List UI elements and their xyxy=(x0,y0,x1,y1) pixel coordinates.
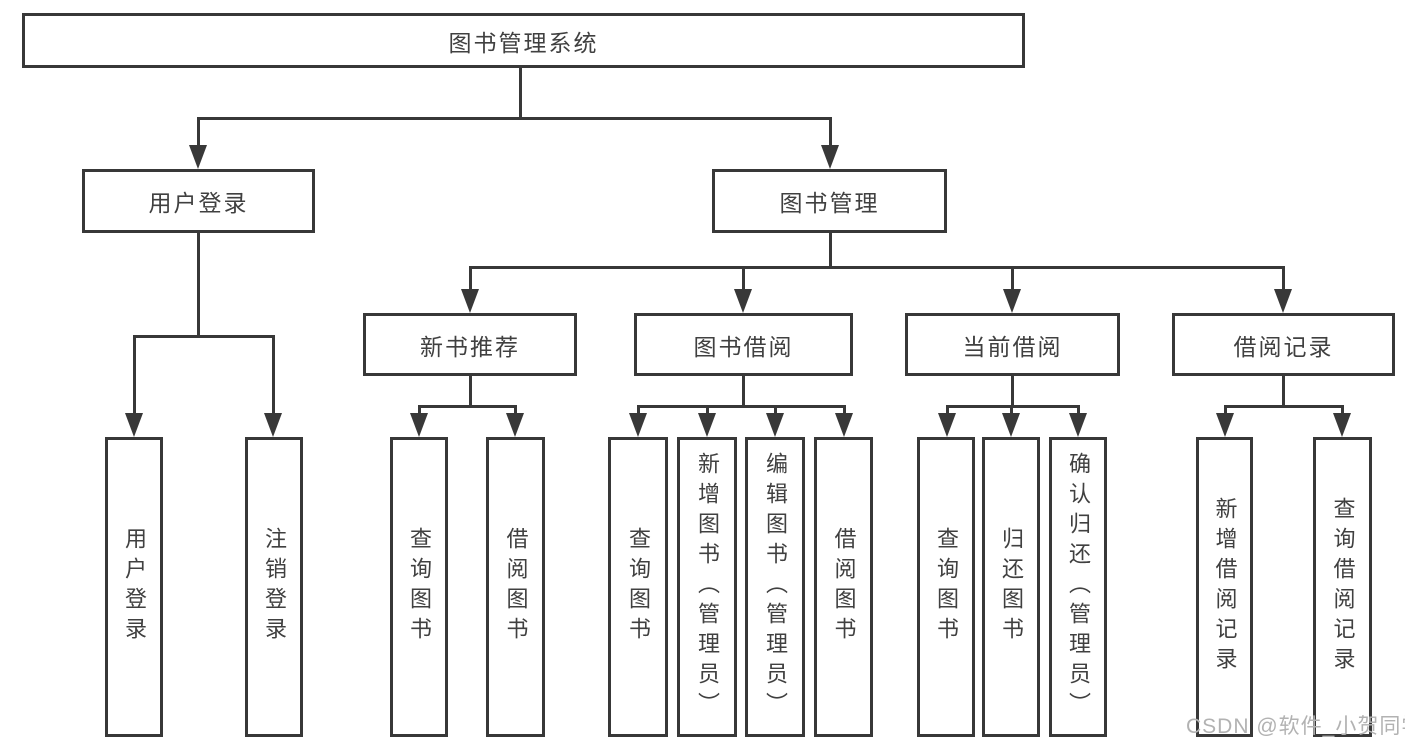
arrowhead-query-book-current xyxy=(938,413,956,437)
edge-stub-borrow-book-borrow xyxy=(843,405,846,415)
edge-stub-query-book-current xyxy=(946,405,949,415)
arrowhead-book-borrow xyxy=(734,289,752,313)
node-borrow-record-label: 借阅记录 xyxy=(1233,333,1334,360)
leaf-return-book: 归还图书 xyxy=(982,437,1040,737)
leaf-user-login: 用户登录 xyxy=(105,437,163,737)
leaf-query-book-borrow: 查询图书 xyxy=(608,437,668,737)
edge-stub-query-book-rec xyxy=(418,405,421,415)
leaf-user-login-label: 用户登录 xyxy=(122,527,147,647)
node-book-mgmt-label: 图书管理 xyxy=(779,190,880,216)
edge-book-mgmt-branch xyxy=(469,266,1283,269)
edge-stub-borrow-book-rec xyxy=(514,405,517,415)
leaf-borrow-book-borrow-label: 借阅图书 xyxy=(831,527,857,647)
leaf-borrow-book-borrow: 借阅图书 xyxy=(814,437,873,737)
edge-current-borrow-stem xyxy=(1011,376,1014,406)
arrowhead-edit-book-admin xyxy=(766,413,784,437)
leaf-query-book-current-label: 查询图书 xyxy=(934,527,959,647)
edge-borrow-record-stem xyxy=(1282,376,1285,406)
edge-stub-query-borrow-record xyxy=(1341,405,1344,415)
node-book-borrow-label: 图书借阅 xyxy=(693,333,794,360)
edge-stub-add-book-admin xyxy=(706,405,709,415)
edge-stub-confirm-return xyxy=(1077,405,1080,415)
arrowhead-query-book-rec xyxy=(410,413,428,437)
node-user-login-label: 用户登录 xyxy=(148,190,249,216)
arrowhead-add-borrow-record xyxy=(1216,413,1234,437)
leaf-confirm-return-admin: 确认归还（管理员） xyxy=(1049,437,1107,737)
arrowhead-add-book-admin xyxy=(698,413,716,437)
edge-stub-current-borrow xyxy=(1011,266,1014,291)
leaf-query-book-rec-label: 查询图书 xyxy=(407,527,432,647)
leaf-add-borrow-record: 新增借阅记录 xyxy=(1196,437,1253,737)
leaf-add-borrow-record-label: 新增借阅记录 xyxy=(1212,497,1238,677)
node-current-borrow: 当前借阅 xyxy=(905,313,1120,376)
arrowhead-query-borrow-record xyxy=(1333,413,1351,437)
node-root-label: 图书管理系统 xyxy=(448,29,599,56)
leaf-logout: 注销登录 xyxy=(245,437,303,737)
arrowhead-leaf-logout xyxy=(264,413,282,437)
leaf-add-book-admin: 新增图书（管理员） xyxy=(677,437,737,737)
arrowhead-current-borrow xyxy=(1003,289,1021,313)
edge-stub-add-borrow-record xyxy=(1224,405,1227,415)
edge-stub-new-book-rec xyxy=(469,266,472,291)
leaf-query-book-borrow-label: 查询图书 xyxy=(626,527,651,647)
edge-stub-return-book xyxy=(1010,405,1013,415)
node-book-borrow: 图书借阅 xyxy=(634,313,853,376)
edge-root-stem xyxy=(519,68,522,118)
leaf-borrow-book-rec: 借阅图书 xyxy=(486,437,545,737)
node-book-mgmt: 图书管理 xyxy=(712,169,947,233)
arrowhead-confirm-return xyxy=(1069,413,1087,437)
edge-stub-query-book-borrow xyxy=(637,405,640,415)
edge-stub-borrow-record xyxy=(1282,266,1285,291)
arrowhead-query-book-borrow xyxy=(629,413,647,437)
leaf-borrow-book-rec-label: 借阅图书 xyxy=(503,527,529,647)
csdn-watermark: CSDN @软件_小贺同学 xyxy=(1186,715,1405,738)
leaf-add-book-admin-label: 新增图书（管理员） xyxy=(695,452,720,722)
edge-stub-leaf-logout xyxy=(272,335,275,415)
leaf-edit-book-admin: 编辑图书（管理员） xyxy=(745,437,805,737)
edge-stub-user-login xyxy=(197,117,200,147)
leaf-query-book-rec: 查询图书 xyxy=(390,437,448,737)
arrowhead-borrow-book-rec xyxy=(506,413,524,437)
edge-user-login-stem xyxy=(197,233,200,336)
edge-stub-edit-book-admin xyxy=(774,405,777,415)
edge-book-borrow-branch xyxy=(637,405,845,408)
leaf-query-book-current: 查询图书 xyxy=(917,437,975,737)
edge-book-borrow-stem xyxy=(742,376,745,406)
arrowhead-user-login xyxy=(189,145,207,169)
edge-root-branch xyxy=(197,117,831,120)
edge-user-login-branch xyxy=(133,335,274,338)
node-new-book-rec-label: 新书推荐 xyxy=(420,333,520,360)
node-user-login: 用户登录 xyxy=(82,169,315,233)
edge-stub-book-borrow xyxy=(742,266,745,291)
leaf-logout-label: 注销登录 xyxy=(262,527,287,647)
node-root: 图书管理系统 xyxy=(22,13,1025,68)
leaf-confirm-return-admin-label: 确认归还（管理员） xyxy=(1066,452,1091,722)
edge-stub-book-mgmt xyxy=(829,117,832,147)
node-current-borrow-label: 当前借阅 xyxy=(962,333,1063,360)
edge-new-book-rec-branch xyxy=(418,405,517,408)
edge-book-mgmt-stem xyxy=(829,233,832,268)
leaf-return-book-label: 归还图书 xyxy=(999,527,1024,647)
arrowhead-book-mgmt xyxy=(821,145,839,169)
edge-stub-leaf-user-login xyxy=(133,335,136,415)
leaf-edit-book-admin-label: 编辑图书（管理员） xyxy=(763,452,788,722)
leaf-query-borrow-record-label: 查询借阅记录 xyxy=(1330,497,1356,677)
edge-new-book-rec-stem xyxy=(469,376,472,406)
node-borrow-record: 借阅记录 xyxy=(1172,313,1395,376)
arrowhead-borrow-record xyxy=(1274,289,1292,313)
arrowhead-borrow-book-borrow xyxy=(835,413,853,437)
edge-borrow-record-branch xyxy=(1224,405,1344,408)
node-new-book-rec: 新书推荐 xyxy=(363,313,577,376)
leaf-query-borrow-record: 查询借阅记录 xyxy=(1313,437,1372,737)
arrowhead-return-book xyxy=(1002,413,1020,437)
arrowhead-leaf-user-login xyxy=(125,413,143,437)
arrowhead-new-book-rec xyxy=(461,289,479,313)
